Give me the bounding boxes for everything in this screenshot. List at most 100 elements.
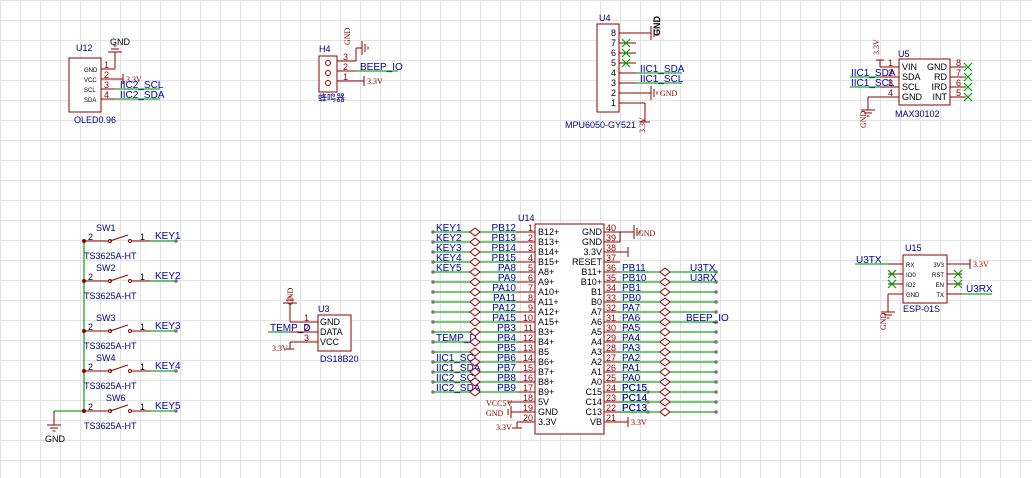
wire-end — [714, 300, 718, 304]
wire-end — [431, 240, 435, 244]
esp-pin-name: EN — [936, 283, 944, 289]
switch-gnd-symbol — [47, 419, 61, 432]
mcu-port-label: PA12 — [492, 303, 516, 314]
mcu-pin-name: B7+ — [538, 367, 554, 377]
buzzer-pin-circle — [325, 80, 331, 86]
switch-lever — [109, 234, 129, 242]
buzzer-pin-circle — [325, 60, 331, 66]
mcu-pin-num: 24 — [606, 383, 616, 393]
net-key5-switch: KEY5 — [155, 401, 181, 412]
nc-stroke — [953, 279, 963, 289]
mpu6050-u4: U487654321GNDIIC1_SDAIIC1_SCLGND3.3VMPU6… — [565, 13, 685, 133]
mcu-pin-name: B3+ — [538, 327, 554, 337]
max-pin-num: 8 — [956, 58, 961, 68]
mpu-3v3-label: 3.3V — [638, 117, 647, 133]
oled-pin-name: VCC — [84, 78, 97, 84]
net-temp-d-ds18b20: TEMP_D — [270, 323, 311, 334]
mcu-left-port — [469, 277, 481, 287]
net-key2-mcu: KEY2 — [436, 233, 462, 244]
mcu-left-port — [469, 257, 481, 267]
mcu-left-port — [469, 367, 481, 377]
mcu-pin-num: 25 — [606, 373, 616, 383]
mcu-pin-name: A10+ — [538, 287, 559, 297]
mcu-left-port — [469, 327, 481, 337]
oled-pin-num: 3 — [104, 80, 109, 90]
mcu-right-port — [659, 277, 671, 287]
mcu-pin-num: 9 — [528, 303, 533, 313]
no-connect-mark — [887, 279, 897, 289]
buzzer-gnd-label: GND — [343, 27, 352, 45]
net-beep_io-mcu: BEEP_IO — [686, 313, 729, 324]
mcu-right-port — [659, 287, 671, 297]
max-pin-num: 4 — [888, 88, 893, 98]
ds18b20-pin-num: 1 — [304, 313, 309, 323]
mcu-pin-name: B13+ — [538, 237, 559, 247]
mcu-port-label: PB7 — [497, 363, 516, 374]
oled-body — [68, 57, 102, 113]
switch-pin-num: 1 — [140, 272, 145, 282]
u12-part: OLED0.96 — [74, 115, 116, 125]
mcu-pin-name: A4 — [591, 337, 602, 347]
nc-stroke — [953, 269, 963, 279]
mcu-pin-name: B6+ — [538, 357, 554, 367]
mcu-right-port — [659, 267, 671, 277]
mcu-port-label: PB15 — [492, 253, 517, 264]
nc-stroke — [963, 92, 973, 102]
mcu-port-label: PC13 — [622, 403, 647, 414]
switch-key-end — [174, 369, 178, 373]
oled-gnd-label: GND — [110, 37, 131, 47]
max-pin-name: RD — [934, 72, 947, 82]
mcu-gnd-symbol-right — [628, 225, 641, 239]
mcu-pin-name: A2 — [591, 357, 602, 367]
esp-pin-name: RST — [932, 273, 944, 279]
nc-stroke — [621, 48, 631, 58]
mcu-port-label: PB3 — [497, 323, 516, 334]
wire-end — [431, 360, 435, 364]
switch-ref: SW2 — [96, 263, 116, 273]
mcu-pin-num: 39 — [606, 233, 616, 243]
buzzer-3v3-symbol: 3.3V — [356, 76, 383, 86]
mcu-pin-num: 10 — [523, 313, 533, 323]
nc-stroke — [621, 58, 631, 68]
mpu-pin-num: 4 — [611, 68, 616, 78]
mpu-pin-num: 3 — [611, 78, 616, 88]
mcu-pin-name: A5 — [591, 327, 602, 337]
mcu-right-port — [659, 407, 671, 417]
ds18b20-pin-num: 3 — [304, 333, 309, 343]
mcu-left-port — [469, 287, 481, 297]
mpu-gnd-label: GND — [652, 16, 662, 37]
mcu-port-label: PA0 — [622, 373, 641, 384]
max-gnd-symbol — [861, 104, 875, 117]
wire-end — [431, 370, 435, 374]
mcu-right-port — [659, 397, 671, 407]
no-connect-mark — [963, 72, 973, 82]
mcu-pin-num: 2 — [528, 233, 533, 243]
mcu-left-port — [469, 307, 481, 317]
mcu-pin-name: B4+ — [538, 337, 554, 347]
no-connect-mark — [953, 279, 963, 289]
mcu-pin-name: B5 — [538, 347, 549, 357]
switch-part: TS3625A-HT — [84, 251, 137, 261]
mcu-pin-name: A9+ — [538, 277, 554, 287]
mcu-pin-name: A6 — [591, 317, 602, 327]
wire-end — [714, 290, 718, 294]
max-pin-num: 5 — [956, 88, 961, 98]
mcu-body — [534, 223, 605, 435]
mcu-right-port — [659, 347, 671, 357]
mcu-port-label: PB4 — [497, 333, 516, 344]
esp-pin-name: GND — [906, 293, 920, 299]
mcu-port-label: PB6 — [497, 353, 516, 364]
switch-part: TS3625A-HT — [84, 421, 137, 431]
max-pin-num: 6 — [956, 78, 961, 88]
mcu-left-port — [469, 247, 481, 257]
switch-ref: SW6 — [106, 393, 126, 403]
wire-end — [431, 320, 435, 324]
wire-end — [714, 380, 718, 384]
mcu-port-label: PC13 — [622, 403, 647, 414]
mcu-pin-name: B8+ — [538, 377, 554, 387]
mcu-pin-name: B0 — [591, 297, 602, 307]
switch-pin-num: 2 — [88, 402, 93, 412]
